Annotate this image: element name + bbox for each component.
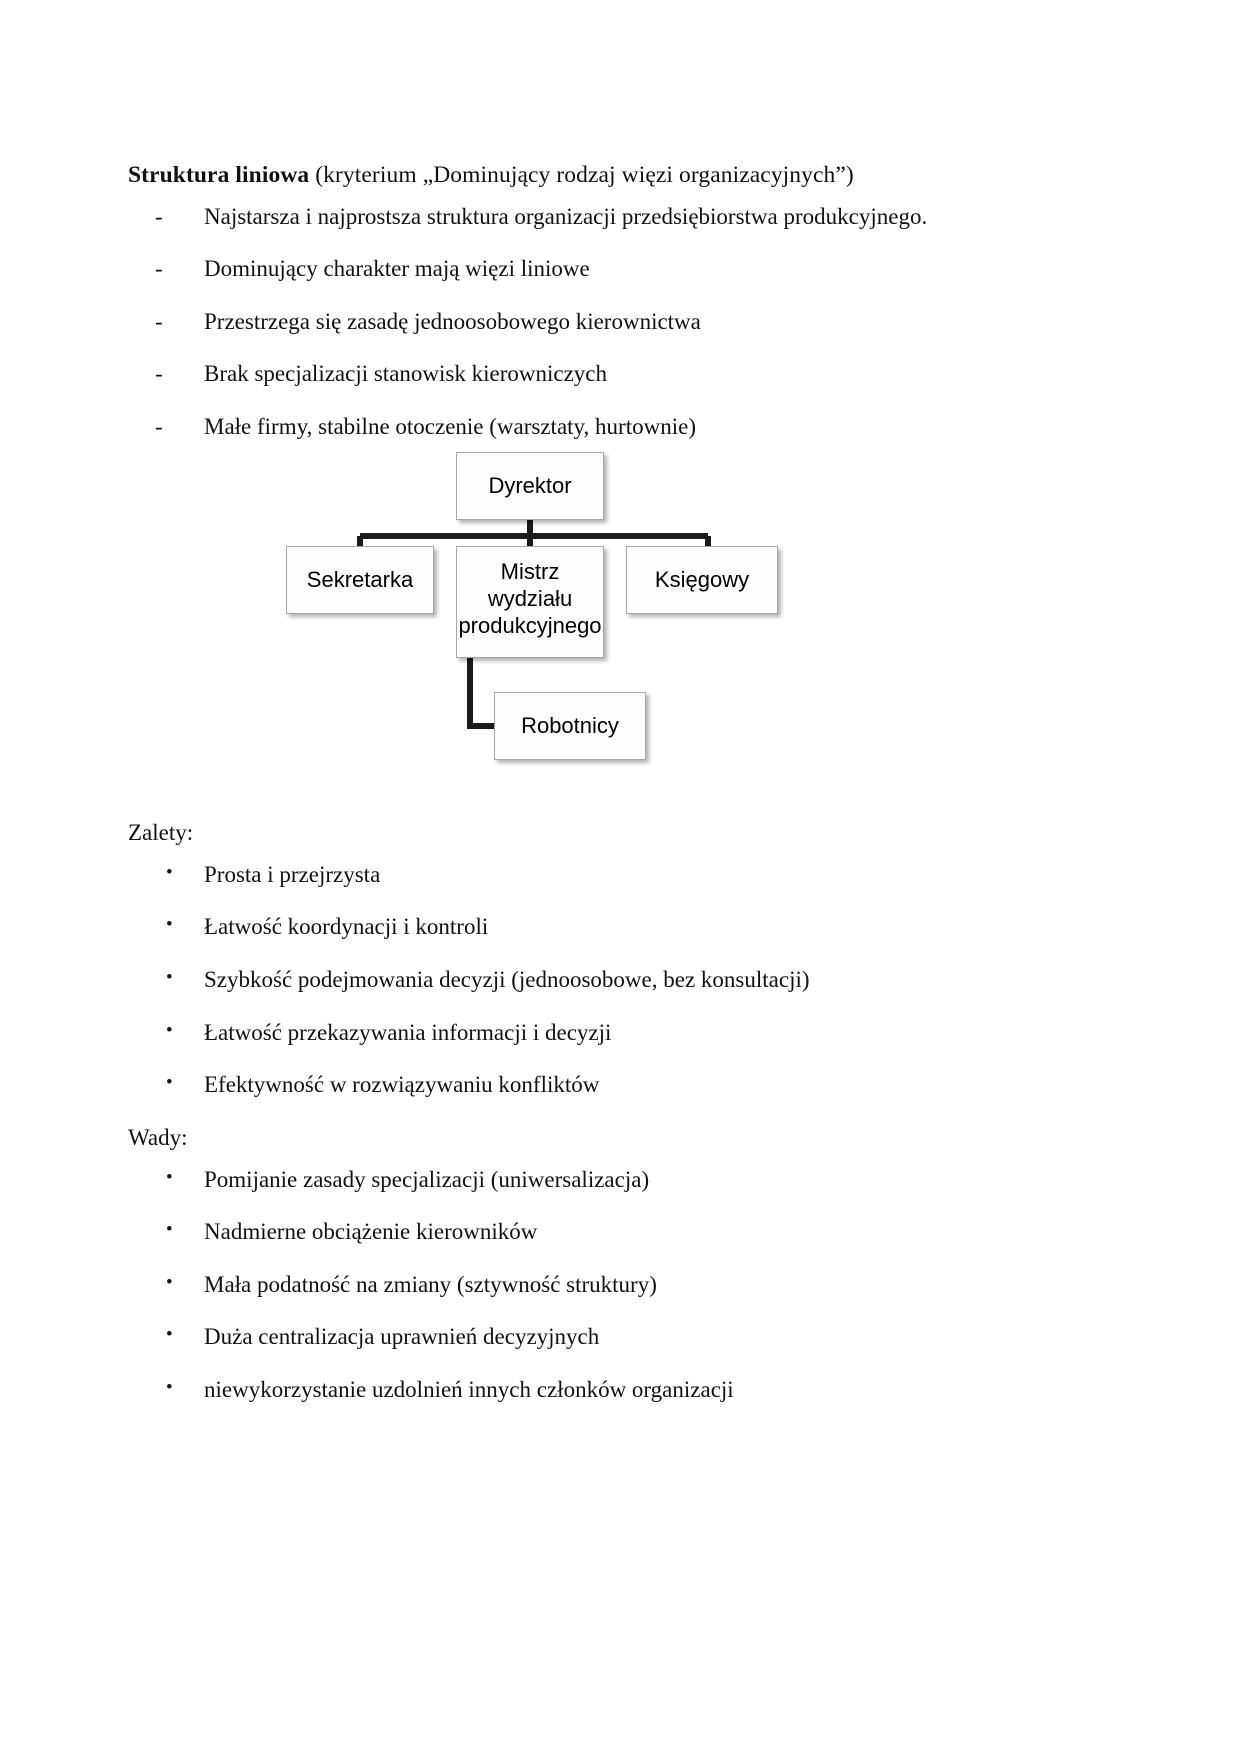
list-item-label: niewykorzystanie uzdolnień innych członk… <box>204 1376 734 1402</box>
list-item-label: Duża centralizacja uprawnień decyzyjnych <box>204 1324 600 1350</box>
list-item-label: Nadmierne obciążenie kierowników <box>204 1219 538 1245</box>
list-item: • Efektywność w rozwiązywaniu konfliktów <box>128 1070 1108 1101</box>
list-item: • Pomijanie zasady specjalizacji (uniwers… <box>128 1165 1108 1196</box>
list-item-label: Łatwość przekazywania informacji i decyz… <box>204 1019 612 1045</box>
bullet-marker: • <box>166 1324 173 1346</box>
list-item: - Najstarsza i najprostsza struktura orga… <box>128 202 1108 233</box>
list-item: • niewykorzystanie uzdolnień innych człon… <box>128 1375 1108 1406</box>
org-node-label-line2: produkcyjnego <box>458 612 602 638</box>
list-item-label: Efektywność w rozwiązywaniu konfliktów <box>204 1072 600 1098</box>
list-item: - Brak specjalizacji stanowisk kierownicz… <box>128 359 1108 390</box>
list-item-label: Pomijanie zasady specjalizacji (uniwersa… <box>204 1166 650 1192</box>
org-chart-connectors <box>357 520 711 729</box>
list-item: - Przestrzega się zasadę jednoosobowego k… <box>128 307 1108 338</box>
list-item-label: Mała podatność na zmiany (sztywność stru… <box>204 1271 657 1297</box>
dash-marker: - <box>155 203 163 229</box>
list-item-label: Szybkość podejmowania decyzji (jednoosob… <box>204 967 810 993</box>
list-item: - Dominujący charakter mają więzi liniowe <box>128 254 1108 285</box>
list-item: • Mała podatność na zmiany (sztywność str… <box>128 1270 1108 1301</box>
bullet-marker: • <box>166 1219 173 1241</box>
dash-marker: - <box>155 256 163 282</box>
list-item-label: Przestrzega się zasadę jednoosobowego ki… <box>204 308 701 334</box>
dash-marker: - <box>155 361 163 387</box>
org-node-label: Sekretarka <box>306 566 414 592</box>
list-item: • Prosta i przejrzysta <box>128 860 1108 891</box>
list-item-label: Brak specjalizacji stanowisk kierowniczy… <box>204 361 607 387</box>
bullet-marker: • <box>166 1166 173 1188</box>
intro-dash-list: - Najstarsza i najprostsza struktura orga… <box>128 202 1108 443</box>
list-item-label: Małe firmy, stabilne otoczenie (warsztat… <box>204 414 696 440</box>
bullet-marker: • <box>166 914 173 936</box>
connector-foreman-to-workers <box>467 658 496 729</box>
dash-marker: - <box>155 414 163 440</box>
list-item: • Łatwość przekazywania informacji i decy… <box>128 1018 1108 1049</box>
org-node-director[interactable]: Dyrektor <box>456 452 604 520</box>
dash-marker: - <box>155 308 163 334</box>
page-title-criterion: (kryterium „Dominujący rodzaj więzi orga… <box>309 162 854 188</box>
list-item: • Łatwość koordynacji i kontroli <box>128 912 1108 943</box>
bullet-marker: • <box>166 861 173 883</box>
bullet-marker: • <box>166 1376 173 1398</box>
list-item-label: Dominujący charakter mają więzi liniowe <box>204 256 590 282</box>
org-node-label-line1: Mistrz wydziału <box>487 559 573 611</box>
list-item: - Małe firmy, stabilne otoczenie (warszta… <box>128 412 1108 443</box>
list-item: • Szybkość podejmowania decyzji (jednooso… <box>128 965 1108 996</box>
list-item: • Nadmierne obciążenie kierowników <box>128 1217 1108 1248</box>
page-title-bold: Struktura liniowa <box>128 162 310 188</box>
bullet-marker: • <box>166 1271 173 1293</box>
bullet-marker: • <box>166 967 173 989</box>
org-node-accountant[interactable]: Księgowy <box>626 546 778 614</box>
org-node-label: Księgowy <box>654 566 750 592</box>
bullet-marker: • <box>166 1072 173 1094</box>
advantages-list: • Prosta i przejrzysta • Łatwość koordynac… <box>128 860 1108 1101</box>
org-node-workers[interactable]: Robotnicy <box>494 692 646 760</box>
bullet-marker: • <box>166 1019 173 1041</box>
disadvantages-label: Wady: <box>128 1124 188 1150</box>
disadvantages-list: • Pomijanie zasady specjalizacji (uniwers… <box>128 1165 1108 1406</box>
page-title: Struktura liniowa (kryterium „Dominujący… <box>128 160 1108 192</box>
pros-cons-section: Zalety: • Prosta i przejrzysta • Łatwość k… <box>128 818 1108 1428</box>
list-item-label: Prosta i przejrzysta <box>204 861 381 887</box>
org-node-label: Dyrektor <box>488 472 572 498</box>
document-content: Struktura liniowa (kryterium „Dominujący… <box>128 160 1108 465</box>
org-node-label: Robotnicy <box>521 712 619 738</box>
advantages-label: Zalety: <box>128 820 194 845</box>
list-item: • Duża centralizacja uprawnień decyzyjnyc… <box>128 1322 1108 1353</box>
list-item-label: Najstarsza i najprostsza struktura organ… <box>204 203 928 229</box>
org-node-secretary[interactable]: Sekretarka <box>286 546 434 614</box>
list-item-label: Łatwość koordynacji i kontroli <box>204 914 489 940</box>
